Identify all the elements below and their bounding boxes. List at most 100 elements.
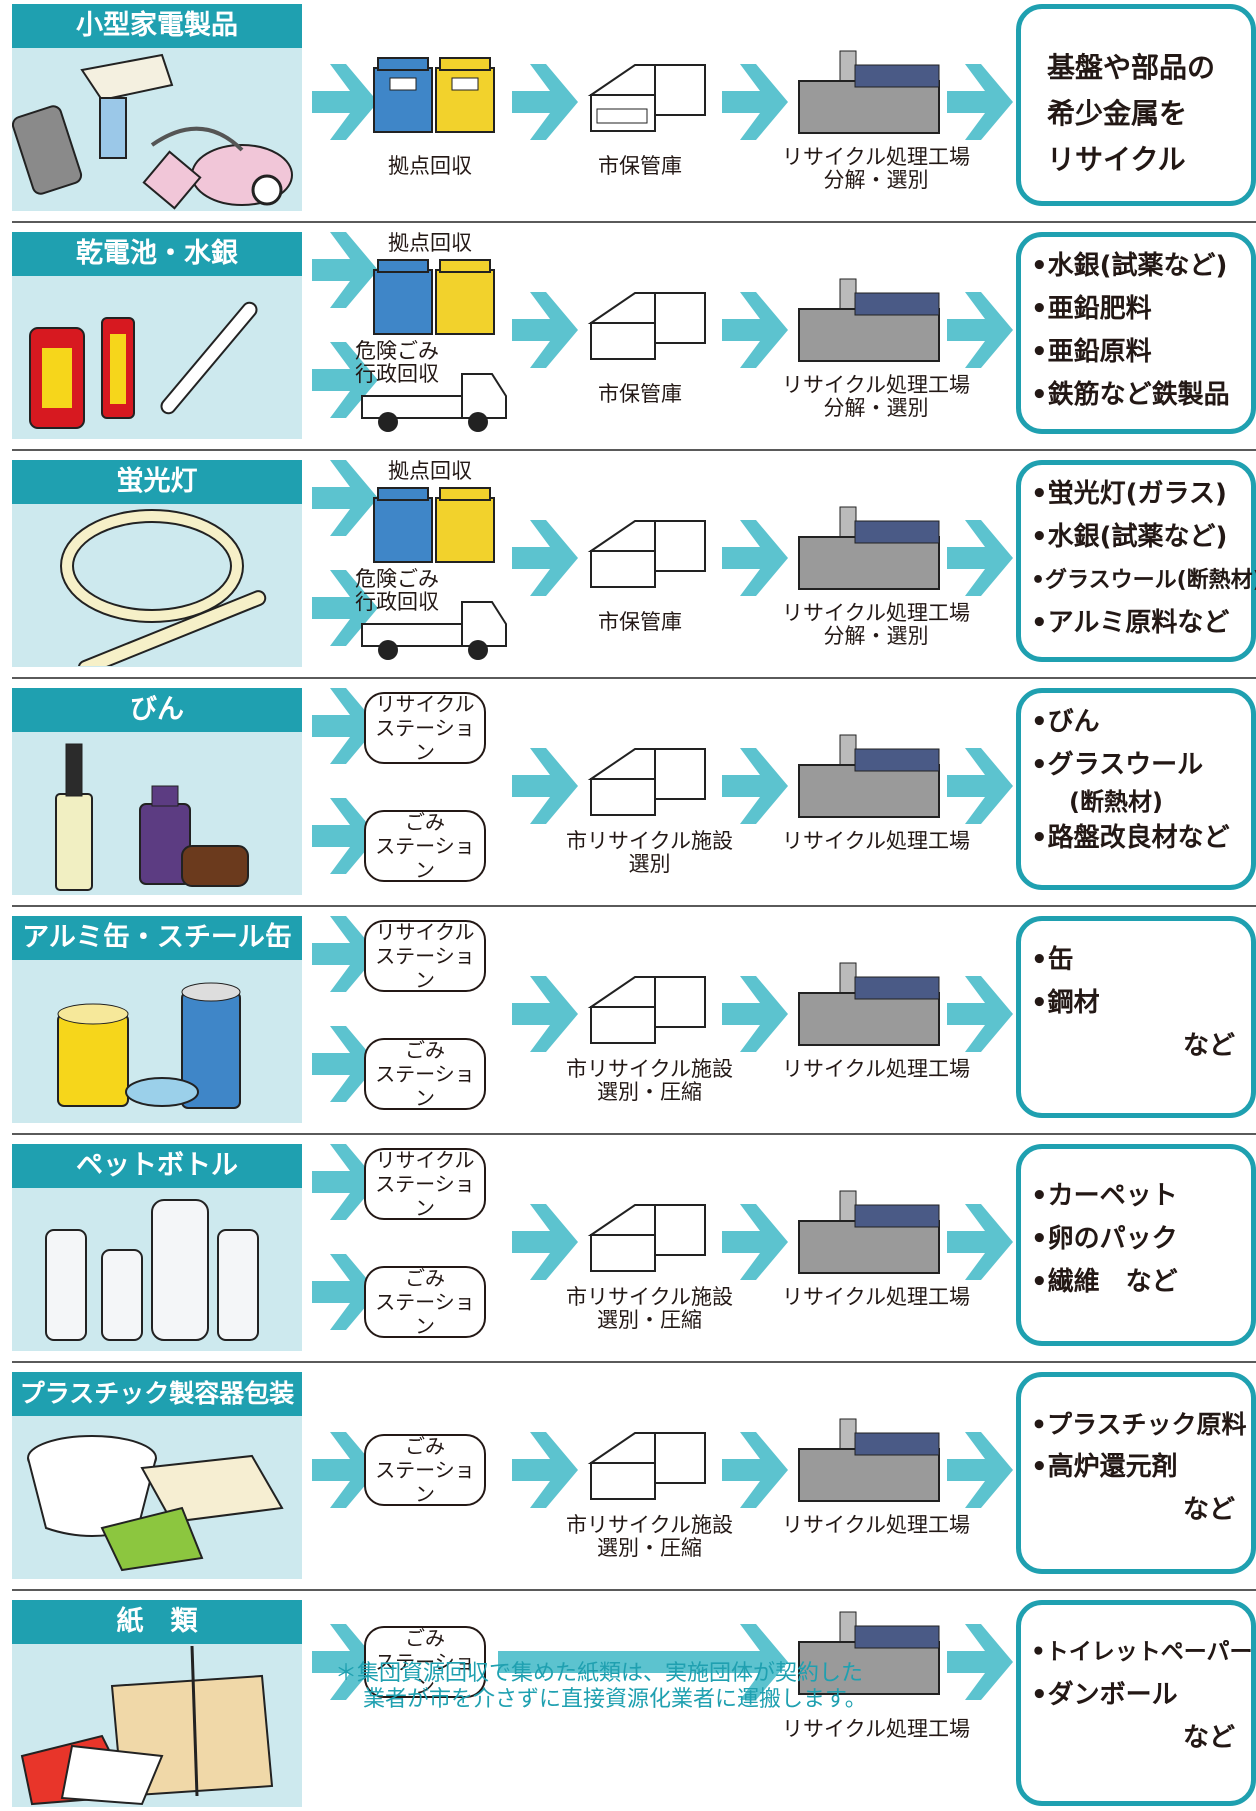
footnote-line: 業者が市を介さずに直接資源化業者に運搬します。 (363, 1687, 867, 1712)
recycle-station-box: リサイクルステーション (364, 1148, 486, 1220)
arrow-right-icon (512, 1432, 578, 1508)
flow-row-cans: アルミ缶・スチール缶 リサイクルステーション ごみステーション 市リサイクル施設… (0, 912, 1256, 1127)
arrow-right-icon (947, 1624, 1013, 1700)
row-separator (12, 221, 1256, 223)
facility-name: 市リサイクル施設 (566, 1513, 733, 1537)
glass-bottles-illustration (55, 743, 249, 891)
arrow-right-icon (312, 232, 378, 308)
small-appliances-illustration (12, 53, 293, 210)
result-box: •びん •グラスウール (断熱材) •路盤改良材など (1016, 688, 1256, 890)
arrow-right-icon (512, 1204, 578, 1280)
collection-bins-icon (373, 57, 495, 133)
result-item: •水銀(試薬など) (1031, 522, 1228, 552)
result-item: •鋼材 (1031, 988, 1100, 1018)
truck-icon (361, 373, 507, 432)
arrow-right-icon (312, 916, 378, 992)
factory-label: リサイクル処理工場分解・選別 (782, 146, 970, 192)
factory-label: リサイクル処理工場 (782, 1285, 970, 1309)
category-title: ペットボトル (12, 1144, 302, 1188)
cans-illustration (57, 982, 241, 1109)
flow-row-small-appliances: 小型家電製品 拠点回収 市保管庫 リサイクル処理工場分解・選別 基盤や部品の 希… (0, 0, 1256, 215)
category-title: プラスチック製容器包装 (12, 1372, 302, 1416)
garbage-station-box: ごみステーション (364, 1266, 486, 1338)
result-item: •トイレットペーパー (1031, 1639, 1253, 1665)
facility-process: 選別 (628, 852, 671, 876)
arrow-right-icon (947, 976, 1013, 1052)
factory-name: リサイクル処理工場 (782, 601, 970, 625)
row-separator (12, 1361, 1256, 1363)
facility-icon (587, 1204, 706, 1272)
row-separator (12, 1133, 1256, 1135)
fluorescent-lamp-illustration (60, 509, 267, 666)
footnote-line: ＊集団資源回収で集めた紙類は、実施団体が契約した (335, 1661, 864, 1686)
result-item: 希少金属を (1047, 97, 1188, 130)
arrow-right-icon (512, 292, 578, 368)
factory-label: リサイクル処理工場 (782, 829, 970, 853)
arrow-right-icon (947, 748, 1013, 824)
arrow-right-icon (312, 1144, 378, 1220)
facility-name: 市リサイクル施設 (566, 1057, 733, 1081)
warehouse-icon (587, 64, 706, 132)
result-item: •びん (1031, 707, 1100, 737)
arrow-right-icon (722, 1204, 788, 1280)
category-title: 蛍光灯 (12, 460, 302, 504)
factory-icon (798, 50, 940, 134)
result-item: (断熱材) (1069, 788, 1163, 816)
hazard-label: 危険ごみ (355, 339, 439, 363)
result-item: など (1182, 1495, 1235, 1525)
category-title: 小型家電製品 (12, 4, 302, 48)
collection-bins-icon (373, 259, 495, 335)
factory-name: リサイクル処理工場 (782, 373, 970, 397)
long-arrow-right-icon (498, 1624, 788, 1700)
category-title: アルミ缶・スチール缶 (12, 916, 302, 960)
hazard-label: 危険ごみ (355, 567, 439, 591)
collect-label: 拠点回収 (388, 154, 472, 178)
factory-label: リサイクル処理工場 (782, 1717, 970, 1741)
arrow-right-icon (947, 520, 1013, 596)
arrow-right-icon (312, 688, 378, 764)
result-item: •カーペット (1031, 1181, 1178, 1211)
factory-icon (798, 962, 940, 1046)
facility-name: 市リサイクル施設 (566, 1285, 733, 1309)
factory-label: リサイクル処理工場 (782, 1057, 970, 1081)
garbage-station-box: ごみステーション (364, 1626, 486, 1698)
category-title: 紙 類 (12, 1600, 302, 1644)
arrow-right-icon (312, 798, 378, 874)
category-title: びん (12, 688, 302, 732)
factory-icon (798, 1611, 940, 1695)
result-box: 基盤や部品の 希少金属を リサイクル (1016, 4, 1256, 206)
row-separator (12, 677, 1256, 679)
hazard-collect-label: 危険ごみ行政回収 (355, 340, 439, 386)
arrow-right-icon (312, 1624, 378, 1700)
arrow-right-icon (947, 64, 1013, 140)
factory-label: リサイクル処理工場分解・選別 (782, 602, 970, 648)
result-item: •鉄筋など鉄製品 (1031, 380, 1230, 410)
footnote: ＊集団資源回収で集めた紙類は、実施団体が契約した 業者が市を介さずに直接資源化業… (335, 1661, 867, 1713)
factory-label: リサイクル処理工場分解・選別 (782, 374, 970, 420)
hazard-collect-label: 危険ごみ行政回収 (355, 568, 439, 614)
row-separator (12, 449, 1256, 451)
result-item: •プラスチック原料 (1031, 1410, 1247, 1439)
arrow-right-icon (312, 1026, 378, 1102)
result-item: •グラスウール(断熱材) (1031, 568, 1256, 593)
result-item: •路盤改良材など (1031, 823, 1230, 853)
result-item: リサイクル (1047, 143, 1186, 176)
result-item: •繊維 など (1031, 1267, 1178, 1297)
result-item: •アルミ原料など (1031, 608, 1230, 638)
result-item: など (1182, 1723, 1235, 1753)
garbage-station-box: ごみステーション (364, 1434, 486, 1506)
warehouse-icon (587, 292, 706, 360)
row-separator (12, 905, 1256, 907)
result-item: •高炉還元剤 (1031, 1452, 1178, 1482)
flow-row-paper: 紙 類 ごみステーション リサイクル処理工場 •トイレットペーパー •ダンボール… (0, 1596, 1256, 1811)
arrow-right-icon (512, 976, 578, 1052)
arrow-right-icon (312, 1254, 378, 1330)
arrow-right-icon (947, 1204, 1013, 1280)
row-separator (12, 1589, 1256, 1591)
storage-label: 市保管庫 (598, 610, 682, 634)
arrow-right-icon (722, 64, 788, 140)
result-item: •亜鉛肥料 (1031, 294, 1152, 324)
storage-label: 市保管庫 (598, 382, 682, 406)
garbage-station-box: ごみステーション (364, 810, 486, 882)
factory-process: 分解・選別 (823, 396, 929, 420)
